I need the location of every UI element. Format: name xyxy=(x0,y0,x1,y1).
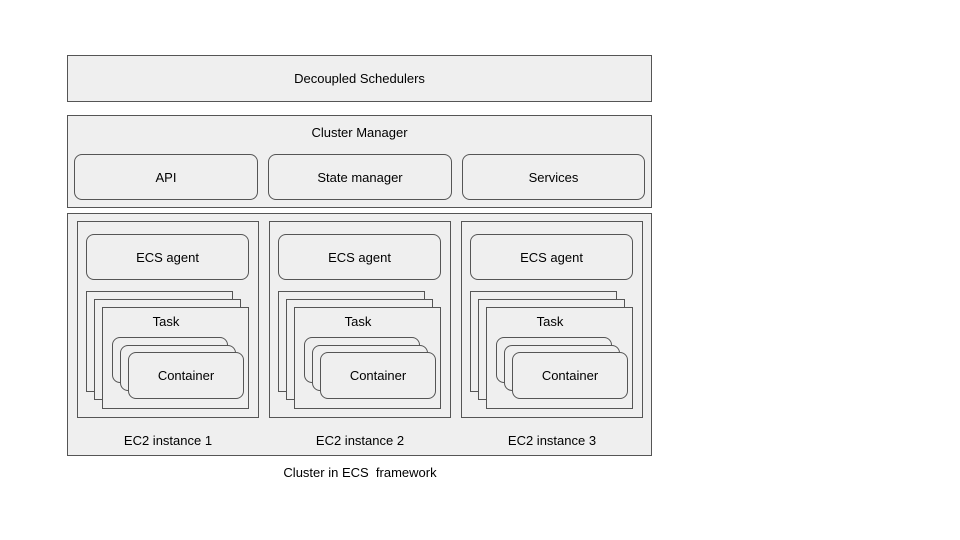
ec2-instance-3-label: EC2 instance 3 xyxy=(507,433,597,448)
ec2-instance-1-label: EC2 instance 1 xyxy=(123,433,213,448)
ecs-agent-label: ECS agent xyxy=(328,249,391,265)
api-box: API xyxy=(74,154,258,200)
ecs-agent-label: ECS agent xyxy=(136,249,199,265)
container-box: Container xyxy=(128,352,244,399)
services-box: Services xyxy=(462,154,645,200)
diagram-caption: Cluster in ECS framework xyxy=(283,465,437,480)
task-box: Task Container xyxy=(102,307,249,409)
container-box: Container xyxy=(320,352,436,399)
cluster-manager-box: Cluster Manager API State manager Servic… xyxy=(67,115,652,208)
cluster-manager-title: Cluster Manager xyxy=(311,125,408,140)
container-label: Container xyxy=(157,368,215,383)
ec2-instance-3: ECS agent Task Container xyxy=(461,221,643,418)
ec2-instance-2: ECS agent Task Container xyxy=(269,221,451,418)
task-box: Task Container xyxy=(486,307,633,409)
services-label: Services xyxy=(528,169,579,185)
ecs-agent-label: ECS agent xyxy=(520,249,583,265)
container-label: Container xyxy=(541,368,599,383)
task-box: Task Container xyxy=(294,307,441,409)
container-label: Container xyxy=(349,368,407,383)
ec2-instance-2-label: EC2 instance 2 xyxy=(315,433,405,448)
decoupled-schedulers-label: Decoupled Schedulers xyxy=(294,71,425,86)
decoupled-schedulers-box: Decoupled Schedulers xyxy=(67,55,652,102)
task-label: Task xyxy=(152,314,180,329)
ecs-agent-box: ECS agent xyxy=(470,234,633,280)
ecs-agent-box: ECS agent xyxy=(86,234,249,280)
state-manager-label: State manager xyxy=(317,169,403,185)
cluster-box: ECS agent Task Container EC2 instance 1 … xyxy=(67,213,652,456)
container-box: Container xyxy=(512,352,628,399)
ec2-instance-1: ECS agent Task Container xyxy=(77,221,259,418)
task-label: Task xyxy=(536,314,564,329)
ecs-agent-box: ECS agent xyxy=(278,234,441,280)
task-label: Task xyxy=(344,314,372,329)
api-label: API xyxy=(155,169,177,185)
state-manager-box: State manager xyxy=(268,154,452,200)
